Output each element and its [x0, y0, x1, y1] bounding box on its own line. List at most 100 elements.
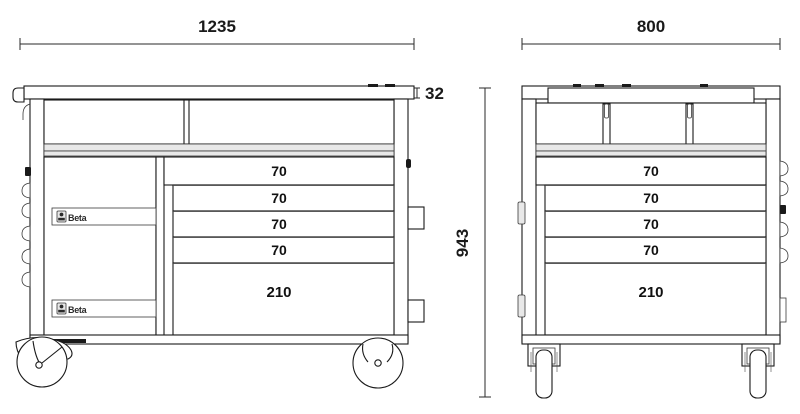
beta-logo-bar-upper: [58, 217, 65, 221]
front-drawer-label-4: 210: [266, 284, 291, 301]
brand-label-upper: Beta: [68, 213, 88, 223]
left-cupboard-divider: [155, 156, 165, 343]
side-worktop-fitting-1: [595, 84, 604, 87]
side-hook-rail-icon-0: [779, 160, 789, 177]
side-worktop-fitting-2: [622, 84, 631, 87]
side-bracket-icon-upper: [407, 206, 425, 230]
brand-panel-lower-body: [51, 299, 157, 318]
side-worktop-front-lip: [547, 87, 755, 104]
upper-compartment-body: [43, 99, 395, 145]
front-plinth-body: [29, 334, 409, 345]
front-drawer-label-3: 70: [271, 242, 287, 258]
side-caster-left: [527, 343, 561, 399]
side-view: 70 70 70 70 210: [517, 84, 789, 399]
brand-label-lower: Beta: [68, 305, 88, 315]
front-plinth-foot-shadow: [38, 339, 86, 343]
side-hook-rail-icon-2: [780, 205, 786, 214]
side-drawer-label-4: 210: [638, 284, 663, 301]
side-right-rail-body: [765, 98, 781, 343]
brand-panel-upper: Beta: [51, 207, 157, 226]
right-rail-body: [393, 98, 409, 343]
front-plinth: [29, 334, 409, 345]
brand-panel-lower: Beta: [51, 299, 157, 318]
worktop-corner-cap-left: [12, 87, 25, 103]
front-caster-right: [352, 337, 404, 389]
side-hook-rail-icon-1: [779, 180, 789, 197]
side-rail-strip-bottom: [535, 150, 767, 157]
overall-height-label: 943: [453, 229, 472, 257]
front-width-label: 1235: [198, 17, 236, 36]
side-upper-compartment: [535, 102, 767, 157]
front-view: Beta Beta 70 70 70 70 210: [12, 84, 425, 389]
side-hook-rail-icon-5: [779, 297, 787, 323]
hook-rail-icon-4: [21, 248, 31, 265]
brand-panel-upper-body: [51, 207, 157, 226]
caster-wheel-icon-side-left-wheel: [535, 349, 553, 399]
worktop-thickness-label: 32: [425, 84, 444, 103]
side-drawer-label-2: 70: [643, 216, 659, 232]
caster-right-fork-right-over: [386, 343, 394, 363]
side-upper-compartment-body: [535, 102, 767, 145]
front-drawer-stack: 70 70 70 70 210: [163, 156, 395, 336]
upper-rail-strip-bottom: [43, 150, 395, 157]
side-worktop-fitting-0: [573, 84, 581, 87]
side-caster-right: [741, 343, 775, 399]
side-drawer-0: [535, 156, 767, 186]
front-drawer-label-1: 70: [271, 190, 287, 206]
hook-rail-icon-0: [25, 167, 31, 176]
side-drawer-label-3: 70: [643, 242, 659, 258]
worktop-slab: [23, 85, 415, 100]
side-upper-post-left-cap: [604, 103, 609, 119]
front-drawer-4: [172, 262, 395, 336]
front-width-dimension: 1235: [19, 17, 415, 50]
side-worktop: [521, 84, 781, 104]
hook-rail-icon-1: [21, 182, 31, 199]
front-worktop: [12, 84, 415, 103]
front-upper-compartment: [43, 99, 395, 157]
side-bracket-icon-lower: [407, 299, 425, 323]
front-drawer-label-0: 70: [271, 163, 287, 179]
worktop-fitting-left: [368, 84, 378, 87]
side-drawer-stack: 70 70 70 70 210: [535, 156, 767, 336]
beta-logo-bar-lower: [58, 309, 65, 313]
upper-compartment-divider: [183, 99, 190, 145]
front-drawer-0: [163, 156, 395, 186]
side-bracket-icon-left-upper: [517, 201, 526, 225]
caster-wheel-icon-left-wheel: [16, 336, 68, 388]
caster-wheel-icon-side-right-wheel: [749, 349, 767, 399]
side-plinth-body: [521, 334, 781, 345]
caster-wheel-icon-left-hub: [35, 361, 43, 369]
side-width-dimension: 800: [521, 17, 781, 50]
side-bracket-icon-left-lower: [517, 294, 526, 318]
caster-wheel-icon-right-hub: [374, 359, 382, 367]
side-upper-post-right-cap: [687, 103, 692, 119]
caster-left-fork-outer: [41, 346, 63, 364]
side-rail-strip-top: [535, 143, 767, 152]
overall-height-dimension: 943: [453, 87, 491, 398]
side-drawer-label-0: 70: [643, 163, 659, 179]
left-rail-body: [29, 98, 45, 343]
beta-logo-dot-upper: [59, 212, 64, 217]
beta-logo-dot-lower: [59, 304, 64, 309]
side-left-rail: [517, 98, 537, 343]
side-drawer-2: [544, 210, 767, 238]
caster-left-fork-inner: [32, 340, 40, 363]
hook-rail-icon-3: [21, 225, 31, 242]
worktop-thickness-dimension: 32: [414, 84, 444, 103]
front-drawer-label-2: 70: [271, 216, 287, 232]
side-hook-rail-icon-4: [779, 247, 789, 264]
left-rail-top-curve: [22, 103, 31, 120]
front-drawer-3: [172, 236, 395, 264]
side-drawer-label-1: 70: [643, 190, 659, 206]
side-width-label: 800: [637, 17, 665, 36]
right-rail-stud: [406, 159, 411, 168]
hook-rail-icon-2: [21, 202, 31, 219]
front-caster-left: [15, 336, 73, 388]
caster-right-fork-left-over: [362, 343, 369, 363]
side-worktop-fitting-3: [700, 84, 708, 87]
front-left-cupboard: Beta Beta: [43, 156, 165, 343]
side-hook-rail-icon-3: [779, 221, 789, 238]
upper-rail-strip-top: [43, 143, 395, 152]
